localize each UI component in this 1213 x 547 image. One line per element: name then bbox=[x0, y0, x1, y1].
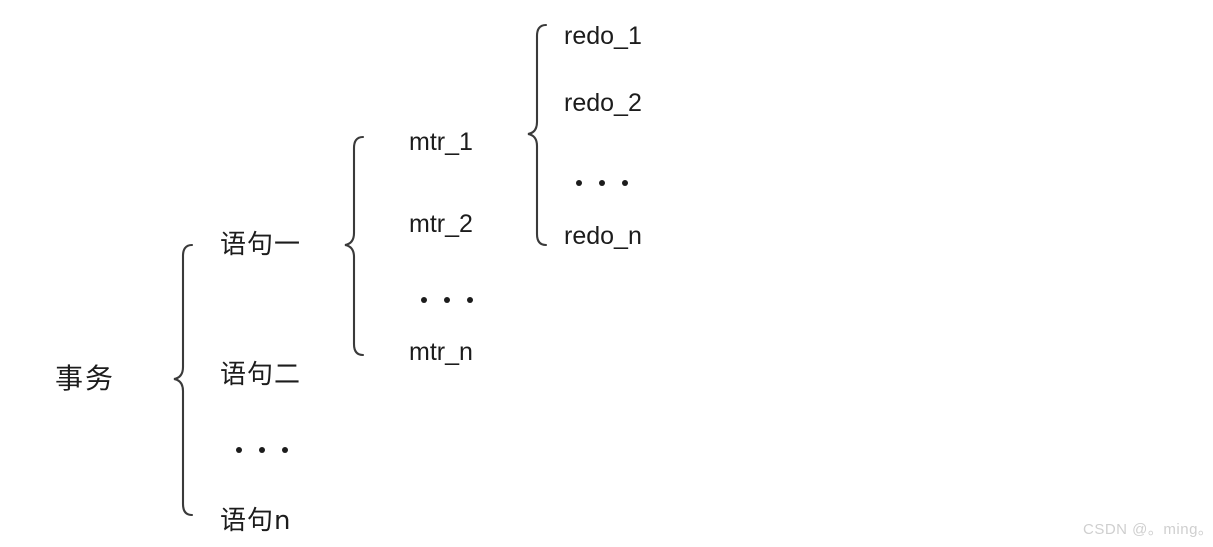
redo-node-2: redo_2 bbox=[564, 89, 642, 117]
statement-ellipsis bbox=[236, 447, 288, 453]
statement-node-n: 语句n bbox=[220, 506, 292, 536]
statement-brace bbox=[343, 135, 369, 359]
transaction-brace bbox=[172, 243, 198, 519]
redo-node-n: redo_n bbox=[564, 222, 642, 250]
redo-ellipsis bbox=[576, 180, 628, 186]
mtr-brace bbox=[526, 23, 552, 249]
mtr-node-n: mtr_n bbox=[409, 338, 473, 366]
redo-node-1: redo_1 bbox=[564, 22, 642, 50]
statement-node-1: 语句一 bbox=[220, 230, 302, 260]
mtr-node-2: mtr_2 bbox=[409, 210, 473, 238]
csdn-watermark: CSDN @。ming。 bbox=[1083, 521, 1213, 538]
root-node-transaction: 事务 bbox=[55, 362, 116, 395]
mtr-ellipsis bbox=[421, 297, 473, 303]
statement-node-2: 语句二 bbox=[220, 360, 302, 390]
mtr-node-1: mtr_1 bbox=[409, 128, 473, 156]
